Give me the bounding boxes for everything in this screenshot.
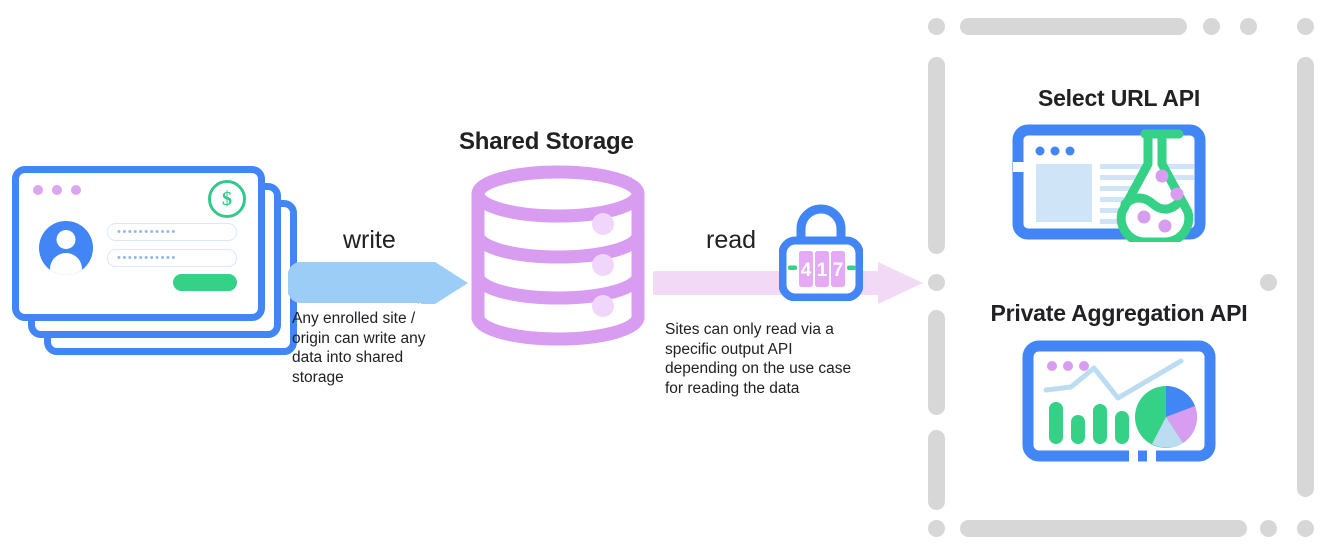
panel-border-left-pill-1 — [928, 57, 945, 254]
submit-button[interactable] — [173, 274, 237, 291]
password-field[interactable]: ••••••••••• — [107, 249, 237, 267]
combination-lock-icon: 4 1 7 — [779, 202, 863, 301]
card-private-aggregation-api[interactable]: Private Aggregation API — [920, 300, 1318, 463]
user-avatar-icon — [39, 221, 93, 275]
svg-text:1: 1 — [817, 260, 828, 281]
panel-border-dot-br — [1297, 520, 1314, 537]
panel-border-bottom-pill — [960, 520, 1247, 537]
card-select-url-api-title: Select URL API — [1037, 85, 1201, 111]
shared-storage-title: Shared Storage — [459, 128, 634, 155]
panel-border-dot-tr — [1297, 18, 1314, 35]
read-description: Sites can only read via a specific outpu… — [665, 321, 852, 397]
write-description: Any enrolled site / origin can write any… — [292, 310, 426, 386]
panel-border-dot-tl — [928, 18, 945, 35]
card-private-aggregation-api-title: Private Aggregation API — [990, 300, 1248, 326]
write-arrow-label: write — [343, 226, 396, 254]
window-traffic-dots-icon — [33, 185, 81, 195]
panel-border-dot-t1 — [1203, 18, 1220, 35]
username-field[interactable]: ••••••••••• — [107, 223, 237, 241]
card-select-url-api[interactable]: Select URL API — [920, 85, 1318, 242]
database-cylinder-icon — [470, 165, 646, 347]
panel-border-dot-r-mid — [1260, 274, 1277, 291]
panel-border-dot-b1 — [1260, 520, 1277, 537]
panel-border-left-pill-2 — [928, 310, 945, 415]
svg-text:4: 4 — [801, 260, 812, 281]
panel-border-left-pill-3 — [928, 430, 945, 510]
dollar-icon: $ — [208, 180, 246, 218]
browser-with-flask-icon — [920, 124, 1318, 242]
browser-window-front: $ ••••••••••• ••••••••••• — [12, 166, 265, 321]
panel-border-dot-bl — [928, 520, 945, 537]
panel-border-top-pill — [960, 18, 1187, 35]
analytics-dashboard-icon — [920, 339, 1318, 463]
write-arrow-icon — [288, 262, 468, 304]
panel-border-dot-l-mid — [928, 274, 945, 291]
browser-window-stack: $ ••••••••••• ••••••••••• — [12, 166, 302, 361]
panel-border-dot-t2 — [1240, 18, 1257, 35]
read-arrow-label: read — [706, 226, 757, 254]
output-api-panel: Select URL API — [920, 10, 1318, 545]
svg-text:7: 7 — [833, 260, 844, 281]
panel-border-right-pill-1 — [1297, 57, 1314, 497]
